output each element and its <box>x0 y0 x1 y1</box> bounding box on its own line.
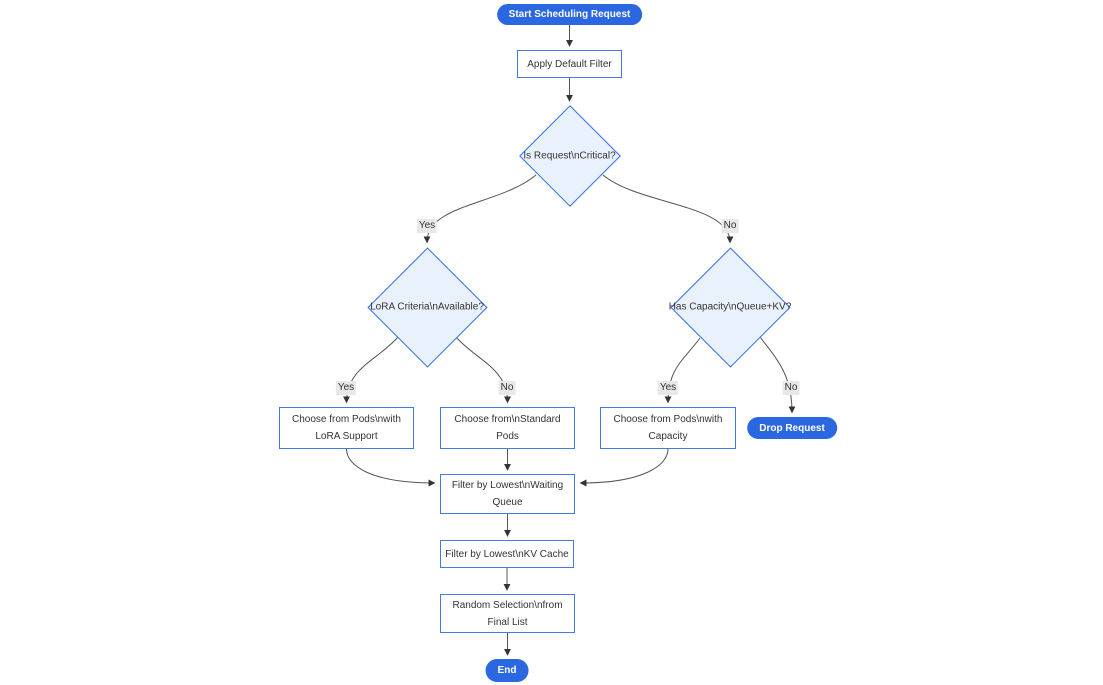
node-choose-capacity-pods-label: Choose from Pods\nwith Capacity <box>613 414 723 442</box>
node-random-selection-label: Random Selection\nfrom Final List <box>452 599 563 628</box>
node-end-label: End <box>497 665 517 676</box>
node-filter-waiting-queue: Filter by Lowest\nWaiting Queue <box>440 474 575 514</box>
node-choose-lora-pods: Choose from Pods\nwith LoRA Support <box>279 407 414 449</box>
node-is-critical-label: Is Request\nCritical? <box>523 150 616 162</box>
node-start-label: Start Scheduling Request <box>508 9 631 20</box>
node-apply-default-filter-label: Apply Default Filter <box>527 58 612 70</box>
node-filter-kv-cache: Filter by Lowest\nKV Cache <box>440 540 574 568</box>
node-choose-standard-pods-label: Choose from\nStandard Pods <box>454 414 561 442</box>
node-has-capacity-label: Has Capacity\nQueue+KV? <box>668 301 792 313</box>
edge-label-critical-yes: Yes <box>416 219 438 233</box>
edge-label-lora-yes: Yes <box>335 381 357 395</box>
edge-label-critical-no: No <box>721 219 739 233</box>
edge-label-capacity-yes: Yes <box>657 381 679 395</box>
edge-choose-lora-to-filter-queue <box>346 448 436 487</box>
node-choose-lora-pods-label: Choose from Pods\nwith LoRA Support <box>292 414 401 442</box>
edge-critical-yes-to-lora <box>423 174 537 244</box>
node-end: End <box>485 659 529 682</box>
edge-choose-capacity-to-filter-queue <box>579 448 669 487</box>
node-drop-request: Drop Request <box>747 417 837 439</box>
node-choose-standard-pods: Choose from\nStandard Pods <box>440 407 575 449</box>
node-lora-criteria-label: LoRA Criteria\nAvailable? <box>370 301 484 313</box>
edge-critical-no-to-capacity <box>602 174 734 244</box>
edge-label-capacity-no: No <box>782 381 800 395</box>
node-drop-request-label: Drop Request <box>759 422 825 434</box>
node-random-selection: Random Selection\nfrom Final List <box>440 594 575 633</box>
edge-label-lora-no: No <box>498 381 516 395</box>
node-apply-default-filter: Apply Default Filter <box>517 50 622 78</box>
node-filter-waiting-queue-label: Filter by Lowest\nWaiting Queue <box>451 480 564 508</box>
edge-capacity-no-to-drop <box>759 336 796 414</box>
node-choose-capacity-pods: Choose from Pods\nwith Capacity <box>600 407 736 449</box>
node-filter-kv-cache-label: Filter by Lowest\nKV Cache <box>445 548 569 560</box>
node-start: Start Scheduling Request <box>496 4 643 25</box>
